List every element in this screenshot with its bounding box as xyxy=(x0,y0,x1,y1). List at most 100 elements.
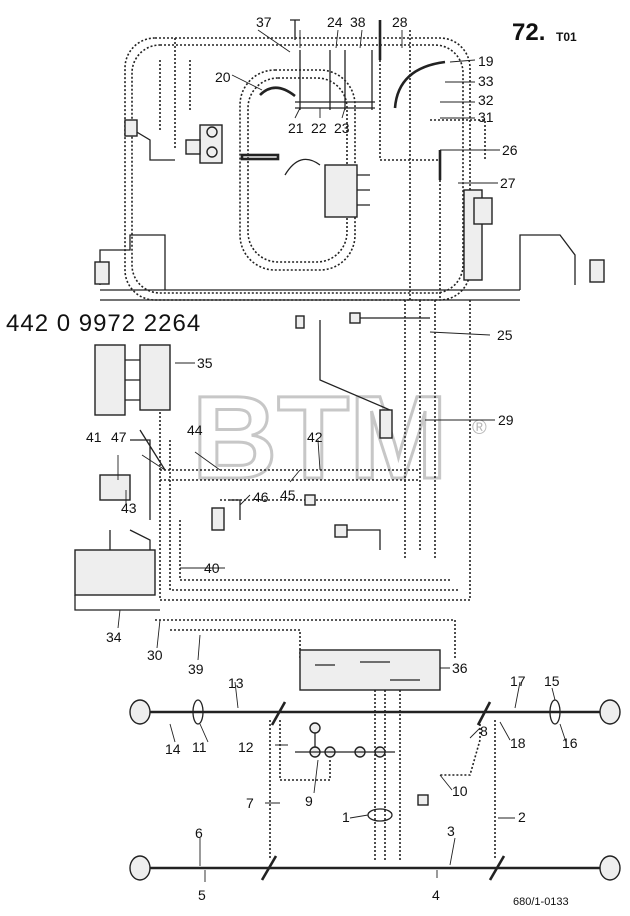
callout-45: 45 xyxy=(280,487,296,503)
clamp-1 xyxy=(367,808,393,822)
callout-44: 44 xyxy=(187,422,203,438)
callout-20: 20 xyxy=(215,69,231,85)
watermark: BTM ® xyxy=(191,371,488,506)
upper-top-plug xyxy=(290,19,300,40)
callout-3: 3 xyxy=(447,823,455,839)
front-right-wheel xyxy=(599,699,621,725)
callout-5: 5 xyxy=(198,887,206,903)
callout-leaders xyxy=(117,29,567,882)
callout-7: 7 xyxy=(246,795,254,811)
watermark-text: BTM xyxy=(192,372,448,504)
upper-bend-19 xyxy=(393,60,446,109)
callout-25: 25 xyxy=(497,327,513,343)
middle-harness xyxy=(74,300,471,660)
callout-28: 28 xyxy=(392,14,408,30)
cab-outer-loop-2 xyxy=(131,44,464,294)
right-lamp-unit xyxy=(589,259,605,283)
callout-32: 32 xyxy=(478,92,494,108)
slash-8 xyxy=(476,701,492,726)
upper-harness xyxy=(94,19,605,301)
upper-right-trunk-solid xyxy=(378,20,442,180)
callout-36: 36 xyxy=(452,660,468,676)
callout-33: 33 xyxy=(478,73,494,89)
callout-26: 26 xyxy=(502,142,518,158)
callout-34: 34 xyxy=(106,629,122,645)
part-number: 442 0 9972 2264 xyxy=(6,310,201,337)
upper-left-component-cluster xyxy=(124,119,223,164)
component-9-cluster xyxy=(295,722,395,758)
right-mirror-feed xyxy=(519,234,576,290)
callout-19: 19 xyxy=(478,53,494,69)
upper-bend-20 xyxy=(259,86,296,98)
block-35 xyxy=(139,344,171,411)
junction-box-36 xyxy=(299,649,441,691)
upper-right-trunk xyxy=(379,20,486,300)
callout-2: 2 xyxy=(518,809,526,825)
rear-axle-slash-left xyxy=(260,855,278,881)
front-axle-branch-12 xyxy=(269,720,331,860)
relay-cluster-43 xyxy=(99,474,131,501)
callout-29: 29 xyxy=(498,412,514,428)
upper-left-feed xyxy=(159,38,191,150)
diagram-title-suffix: T01 xyxy=(556,30,577,44)
branch-46 xyxy=(230,499,241,520)
callout-13: 13 xyxy=(228,675,244,691)
watermark-registered-mark: ® xyxy=(472,417,487,439)
upper-diag-fan xyxy=(284,158,321,176)
callout-39: 39 xyxy=(188,661,204,677)
callout-6: 6 xyxy=(195,825,203,841)
relay-panel-upper xyxy=(324,164,370,218)
connector-27-cap xyxy=(473,197,493,225)
rear-axle-slash-right xyxy=(488,855,506,881)
connector-45 xyxy=(304,494,316,506)
component-46 xyxy=(211,507,225,531)
clamp-11 xyxy=(192,699,204,725)
front-left-wheel xyxy=(129,699,151,725)
sensor-29 xyxy=(379,409,393,439)
tank-34-wires xyxy=(74,529,160,611)
callout-43: 43 xyxy=(121,500,137,516)
callout-41: 41 xyxy=(86,429,102,445)
callout-labels: 1 2 3 4 5 6 7 8 9 10 11 12 13 14 15 16 1… xyxy=(86,14,578,903)
callout-31: 31 xyxy=(478,109,494,125)
callout-11: 11 xyxy=(192,739,207,755)
component-10 xyxy=(417,794,429,806)
upper-cross-bundle xyxy=(295,50,375,110)
callout-22: 22 xyxy=(311,120,327,136)
callout-46: 46 xyxy=(253,489,269,505)
callout-40: 40 xyxy=(204,560,220,576)
callout-18: 18 xyxy=(510,735,526,751)
callout-24: 24 xyxy=(327,14,343,30)
callout-1: 1 xyxy=(342,809,350,825)
callout-27: 27 xyxy=(500,175,516,191)
branch-47 xyxy=(130,429,166,520)
callout-12: 12 xyxy=(238,739,254,755)
callout-42: 42 xyxy=(307,429,323,445)
callout-35: 35 xyxy=(197,355,213,371)
left-lamp-unit xyxy=(94,261,110,285)
connector-25 xyxy=(349,312,361,324)
center-drop xyxy=(374,690,401,860)
diagram-title: 72. xyxy=(512,19,545,46)
callout-17: 17 xyxy=(510,673,526,689)
rear-right-wheel xyxy=(599,855,621,881)
upper-dash-bar xyxy=(240,153,280,161)
callout-4: 4 xyxy=(432,887,440,903)
callout-16: 16 xyxy=(562,735,578,751)
block-35-left xyxy=(94,344,126,416)
callout-47: 47 xyxy=(111,429,127,445)
front-axle-branch-8 xyxy=(440,720,496,860)
junction-box-36-detail xyxy=(315,661,420,681)
callout-14: 14 xyxy=(165,741,181,757)
callout-23: 23 xyxy=(334,120,350,136)
slash-12 xyxy=(270,701,287,726)
connector-small-42 xyxy=(295,315,305,329)
callout-21: 21 xyxy=(288,120,304,136)
callout-30: 30 xyxy=(147,647,163,663)
component-40-wire xyxy=(347,529,381,550)
cab-outer-loop xyxy=(124,37,471,301)
callout-9: 9 xyxy=(305,793,313,809)
rear-left-wheel xyxy=(129,855,151,881)
callout-8: 8 xyxy=(480,723,488,739)
